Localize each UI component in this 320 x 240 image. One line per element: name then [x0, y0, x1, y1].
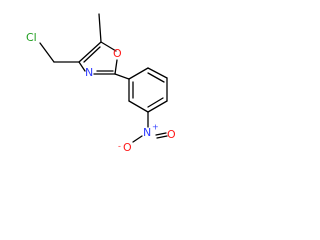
atom-o-nitro-charge: - — [118, 142, 121, 151]
bond-ph5-ph6 — [128, 100, 149, 113]
atom-cl: Cl — [26, 31, 37, 44]
molecule-structure: Cl N O N + O O - — [26, 13, 176, 154]
bond-c4-c5-double — [83, 46, 101, 63]
bond-n-o-double — [155, 132, 167, 136]
bond-c2-phenyl — [114, 73, 130, 80]
bond-n-o-single — [132, 135, 143, 143]
atom-n-nitro-charge: + — [152, 123, 159, 132]
bond-n3-c4 — [78, 61, 86, 72]
bond-ph4-ph5-double — [147, 97, 164, 108]
atom-o-ring: O — [113, 47, 122, 60]
bond-c5-methyl — [98, 13, 102, 43]
bond-ph2-ph3-double — [147, 72, 165, 83]
atom-o-nitro-single: O — [123, 141, 132, 154]
bond-ph2-ph3 — [147, 67, 168, 79]
atom-o-nitro-double: O — [167, 128, 176, 141]
bond-ph4-ph5 — [147, 100, 168, 113]
atom-n-ring: N — [85, 66, 93, 79]
atom-n-nitro: N — [143, 126, 151, 139]
bond-o1-c2 — [114, 59, 118, 75]
bond-c5-o1 — [100, 41, 117, 52]
bond-ph1-ph2 — [128, 67, 149, 80]
bond-n-o-double-2 — [156, 135, 168, 139]
bond-ch2-cl — [39, 42, 55, 63]
bond-c4-c5 — [78, 41, 102, 63]
